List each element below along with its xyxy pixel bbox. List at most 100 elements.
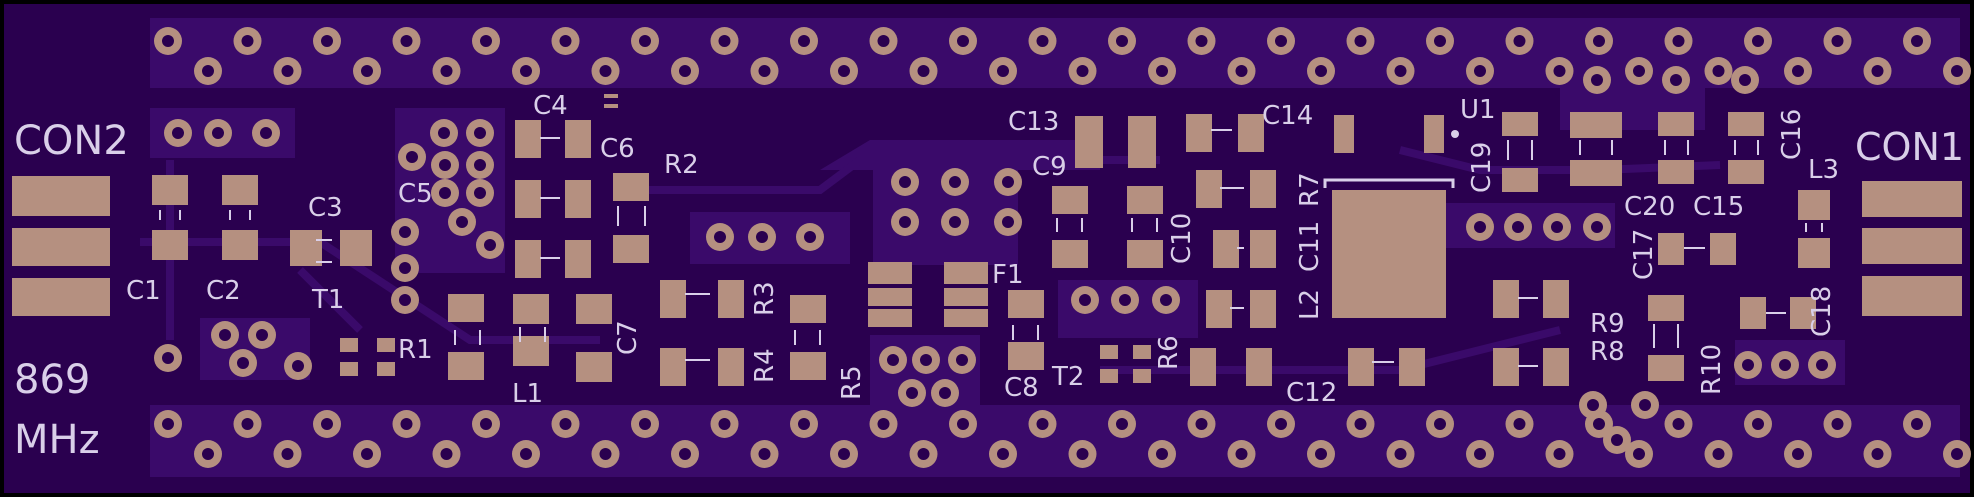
drill-hole [1831, 418, 1844, 430]
drill-hole [920, 354, 932, 366]
smd-pad [515, 180, 541, 218]
drill-hole [838, 65, 850, 77]
drill-hole [1593, 418, 1605, 430]
connector-label-con1: CON1 [1855, 125, 1964, 169]
smd-pad [613, 235, 649, 263]
drill-hole [1742, 359, 1754, 371]
designator-t2: T2 [1051, 362, 1084, 392]
drill-hole [1036, 418, 1049, 430]
drill-hole [281, 65, 294, 77]
smd-pad [1493, 348, 1519, 386]
drill-hole [440, 448, 453, 460]
drill-hole [838, 448, 850, 460]
designator-l2: L2 [1295, 289, 1325, 320]
smd-pad [448, 294, 484, 322]
smd-pad [1334, 115, 1354, 153]
smd-pad [1133, 345, 1151, 359]
drill-hole [917, 65, 930, 77]
smd-pad [1728, 160, 1764, 184]
drill-hole [1739, 74, 1751, 86]
drill-hole [1672, 418, 1685, 430]
drill-hole [1513, 35, 1526, 47]
drill-hole [1639, 399, 1651, 411]
drill-hole [1036, 35, 1049, 47]
designator-c2: C2 [206, 276, 241, 306]
smd-pad [1128, 116, 1156, 168]
smd-pad [790, 352, 826, 380]
smd-pad [513, 336, 549, 366]
smd-pad [944, 262, 988, 284]
u1-pin1-marker [1451, 130, 1459, 138]
drill-hole [520, 65, 532, 77]
drill-hole [1156, 448, 1168, 460]
smd-pad [222, 175, 258, 205]
designator-u1: U1 [1460, 95, 1496, 125]
smd-pad [604, 94, 618, 98]
drill-hole [1434, 35, 1446, 47]
drill-hole [219, 329, 231, 341]
smd-pad [1570, 160, 1622, 186]
smd-pad [222, 230, 258, 260]
smd-pad [944, 288, 988, 306]
designator-c16: C16 [1777, 109, 1807, 160]
designator-l3: L3 [1808, 155, 1839, 185]
drill-hole [758, 65, 771, 77]
drill-hole [1513, 418, 1526, 430]
drill-hole [256, 329, 268, 341]
drill-hole [438, 127, 450, 139]
designator-r3: R3 [750, 281, 780, 316]
smd-pad [790, 295, 826, 323]
drill-hole [406, 151, 418, 163]
drill-hole [1591, 74, 1603, 86]
smd-pad [1399, 348, 1425, 386]
designator-r9: R9 [1590, 309, 1625, 339]
drill-hole [399, 294, 411, 306]
drill-hole [957, 35, 969, 47]
designator-r4: R4 [750, 348, 780, 383]
smd-pad [340, 362, 358, 376]
smd-pad [1100, 345, 1118, 359]
drill-hole [718, 35, 731, 47]
smd-pad [1213, 230, 1239, 268]
designator-c8: C8 [1004, 373, 1039, 403]
drill-hole [1235, 65, 1248, 77]
drill-hole [439, 159, 451, 171]
drill-hole [1434, 418, 1446, 430]
smd-pad [515, 120, 541, 158]
drill-hole [1871, 448, 1884, 460]
designator-c10: C10 [1167, 213, 1197, 264]
drill-hole [1670, 74, 1682, 86]
smd-pad [152, 175, 188, 205]
drill-hole [162, 35, 174, 47]
smd-pad [1250, 290, 1276, 328]
designator-c7: C7 [613, 320, 643, 355]
drill-hole [1792, 65, 1804, 77]
smd-pad [565, 120, 591, 158]
drill-hole [1831, 35, 1844, 47]
smd-pad [1246, 348, 1272, 386]
drill-hole [212, 127, 224, 139]
smd-pad [1075, 116, 1103, 168]
drill-hole [679, 448, 691, 460]
drill-hole [400, 35, 413, 47]
designator-c11: C11 [1295, 221, 1325, 272]
drill-hole [1156, 65, 1168, 77]
designator-r7: R7 [1295, 172, 1325, 207]
drill-hole [877, 418, 890, 430]
designator-r5: R5 [837, 365, 867, 400]
drill-hole [1871, 65, 1884, 77]
drill-hole [714, 231, 726, 243]
drill-hole [292, 360, 304, 372]
unit-label: MHz [14, 417, 100, 463]
smd-pads [152, 94, 1830, 386]
designator-c4: C4 [533, 91, 568, 121]
drill-hole [917, 448, 930, 460]
drill-hole [400, 418, 413, 430]
drill-hole [997, 448, 1009, 460]
drill-hole [1792, 448, 1804, 460]
drill-hole [241, 35, 254, 47]
designator-c1: C1 [126, 276, 161, 306]
designator-r10: R10 [1697, 344, 1727, 395]
designator-c17: C17 [1629, 229, 1659, 280]
smd-pad [1250, 230, 1276, 268]
